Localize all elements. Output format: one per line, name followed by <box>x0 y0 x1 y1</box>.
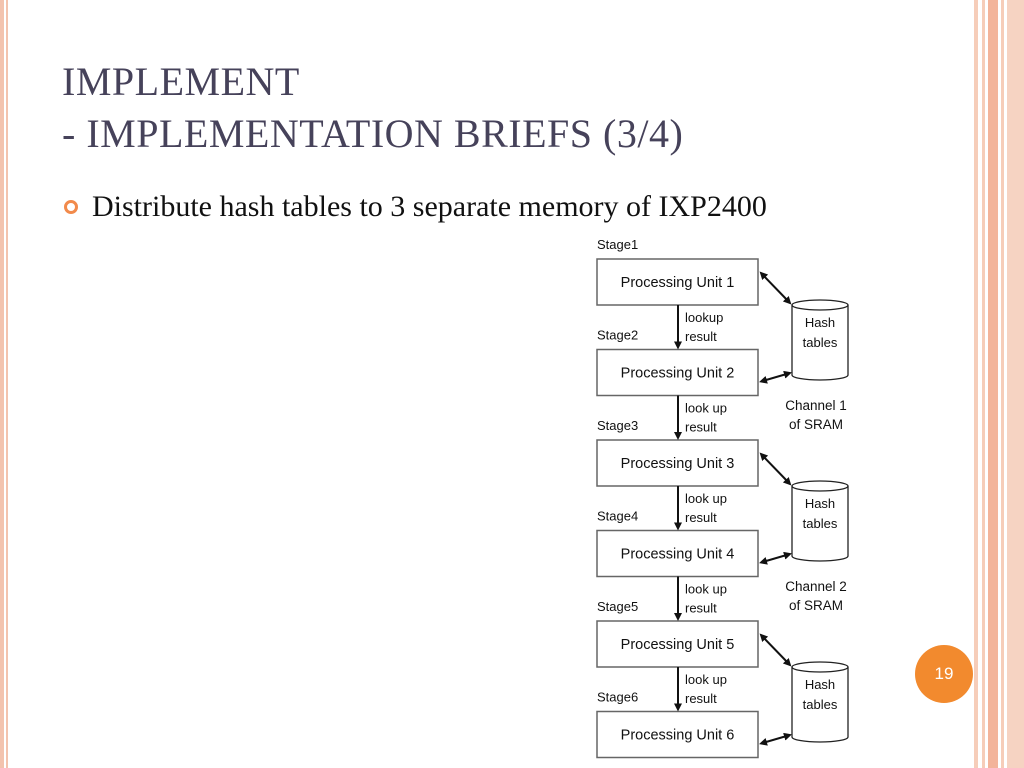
hash-table-cylinder-icon <box>791 667 849 743</box>
slide-title-line-2: - IMPLEMENTATION BRIEFS (3/4) <box>62 111 684 156</box>
memory-channel-label: Channel 2 <box>785 579 847 594</box>
hash-table-label: tables <box>803 697 838 712</box>
lookup-label: look up <box>685 401 727 416</box>
stage-label: Stage6 <box>597 690 638 705</box>
slide-title-line-1: IMPLEMENT <box>62 59 300 104</box>
slide-title: IMPLEMENT - IMPLEMENTATION BRIEFS (3/4) <box>62 56 962 160</box>
hash-table-cylinder-icon <box>791 486 849 562</box>
processing-unit-box <box>596 258 759 306</box>
result-label: result <box>685 691 717 706</box>
memory-access-arrow <box>759 271 792 305</box>
processing-unit-label: Processing Unit 4 <box>621 547 735 563</box>
lookup-label: look up <box>685 672 727 687</box>
result-label: result <box>685 601 717 616</box>
processing-unit-label: Processing Unit 5 <box>621 637 735 653</box>
processing-unit-label: Processing Unit 6 <box>621 728 735 744</box>
processing-unit-label: Processing Unit 3 <box>621 456 735 472</box>
memory-access-arrow <box>759 452 792 486</box>
processing-unit-label: Processing Unit 2 <box>621 366 735 382</box>
left-border <box>0 0 10 768</box>
hash-table-label: Hash <box>805 496 835 511</box>
memory-access-arrow <box>759 551 792 565</box>
memory-access-arrow <box>759 633 792 667</box>
hash-table-cylinder-icon <box>791 305 849 381</box>
hash-table-label: Hash <box>805 315 835 330</box>
processing-unit-box <box>596 439 759 487</box>
lookup-label: look up <box>685 491 727 506</box>
processing-unit-box <box>596 348 759 397</box>
stage-label: Stage1 <box>597 237 638 252</box>
result-label: result <box>685 510 717 525</box>
hash-table-label: Hash <box>805 677 835 692</box>
result-label: result <box>685 420 717 435</box>
hash-table-label: tables <box>803 516 838 531</box>
right-decorative-stripes <box>974 0 1024 768</box>
memory-channel-label: DRAM <box>796 760 836 762</box>
stage-label: Stage4 <box>597 509 638 524</box>
stage-label: Stage3 <box>597 418 638 433</box>
stage-label: Stage5 <box>597 599 638 614</box>
memory-channel-label: Channel 1 <box>785 398 847 413</box>
memory-channel-label: of SRAM <box>789 598 843 613</box>
hash-table-cylinder-top <box>791 661 849 673</box>
bullet-marker-icon <box>64 200 78 214</box>
processing-unit-box <box>596 710 759 759</box>
hash-table-cylinder-top <box>791 299 849 311</box>
processing-unit-box <box>596 620 759 668</box>
lookup-label: lookup <box>685 310 723 325</box>
memory-channel-label: of SRAM <box>789 417 843 432</box>
memory-access-arrow <box>759 370 792 384</box>
lookup-label: look up <box>685 582 727 597</box>
bullet-text: Distribute hash tables to 3 separate mem… <box>92 190 767 223</box>
page-number-badge: 19 <box>915 645 973 703</box>
hash-table-cylinder-top <box>791 480 849 492</box>
result-label: result <box>685 329 717 344</box>
memory-access-arrow <box>759 732 792 746</box>
stage-label: Stage2 <box>597 328 638 343</box>
processing-unit-label: Processing Unit 1 <box>621 275 735 291</box>
hash-table-label: tables <box>803 335 838 350</box>
